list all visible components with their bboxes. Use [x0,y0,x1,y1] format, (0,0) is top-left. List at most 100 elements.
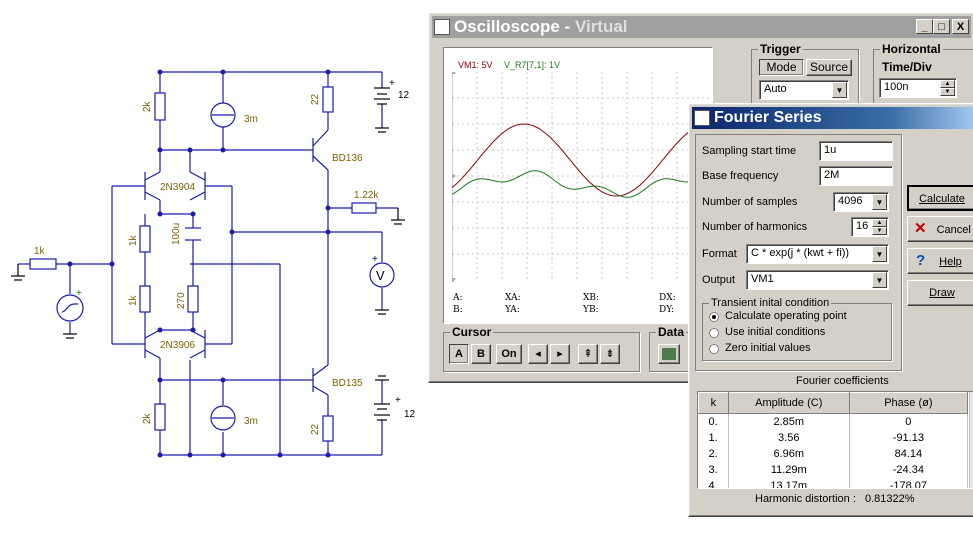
scope-screen[interactable]: VM1: 5V V_R7[7,1]: 1V [443,47,713,324]
num-samples-select[interactable]: 4096▼ [833,192,889,212]
format-value: C * exp(j * (kwt + fi)) [751,247,850,259]
table-row[interactable]: 4.13.17m-178.07 [698,478,969,488]
trigger-source-tab[interactable]: Source [806,59,852,76]
trigger-label: Trigger [758,42,803,56]
data-export-button[interactable] [658,344,680,364]
spin-down-icon[interactable]: ▼ [872,227,887,235]
label-r-top-right: 22 [310,93,321,105]
cell-k: 2. [698,446,729,462]
cursor-group: Cursor A B On ◂ ▸ ⇞ ⇟ [443,325,640,372]
radio-initial-label: Use initial conditions [725,326,826,338]
chevron-down-icon[interactable]: ▼ [872,272,887,288]
cell-k: 1. [698,430,729,446]
chevron-down-icon[interactable]: ▼ [832,82,847,98]
time-div-input[interactable]: 100n ▲ ▼ [879,78,957,98]
output-value: VM1 [751,273,774,285]
label-plus-source: + [76,288,82,299]
cell-phase: -24.34 [849,462,969,478]
cursor-up-button[interactable]: ⇞ [578,344,598,364]
label-q-top: BD136 [332,153,363,164]
spin-up-icon[interactable]: ▲ [940,80,955,88]
help-button[interactable]: ? Help [907,248,973,274]
label-r-bottom-right: 22 [310,423,321,435]
cursor-b-button[interactable]: B [471,344,491,364]
cell-amplitude: 11.29m [728,462,850,478]
sampling-start-input[interactable]: 1u [819,141,893,161]
label-q-pnp-pair: 2N3906 [160,340,195,351]
cursor-right-button[interactable]: ▸ [550,344,570,364]
label-plus-top: + [389,78,395,89]
col-k[interactable]: k [698,392,729,414]
cancel-button[interactable]: ✕ Cancel [907,216,973,242]
col-amplitude[interactable]: Amplitude (C) [727,392,850,414]
help-question-icon: ? [916,252,926,269]
output-select[interactable]: VM1 ▼ [746,270,889,290]
num-harmonics-input[interactable]: 16▲▼ [851,217,889,237]
label-r-mid-1k-bottom: 1k [128,294,139,306]
circuit-schematic: 2k 2k 3m 3m 22 22 2N3904 2N3906 BD136 BD… [11,69,416,458]
output-label: Output [702,274,736,286]
trigger-mode-select[interactable]: Auto ▼ [759,80,849,100]
coef-scrollbar[interactable] [969,392,973,488]
cursor-a-button[interactable]: A [449,344,469,364]
cursor-on-button[interactable]: On [496,344,522,364]
cursor-down-button[interactable]: ⇟ [600,344,620,364]
cell-k: 4. [698,478,729,488]
format-select[interactable]: C * exp(j * (kwt + fi)) ▼ [746,244,889,264]
radio-initial[interactable] [709,328,719,338]
spin-down-icon[interactable]: ▼ [940,88,955,96]
transient-group: Transient inital condition Calculate ope… [702,297,892,361]
draw-button[interactable]: Draw [907,280,973,306]
fourier-app-icon [694,110,710,126]
base-freq-value: 2M [824,169,840,181]
radio-calc-op-label: Calculate operating point [725,310,847,322]
cursor-left-button[interactable]: ◂ [528,344,548,364]
table-row[interactable]: 1.3.56-91.13 [698,430,969,446]
data-group: Data [649,325,710,372]
label-r-input: 1k [34,246,46,257]
cell-phase: 0 [849,413,969,430]
close-button[interactable]: X [952,19,969,34]
cancel-label: Cancel [936,224,971,236]
calculate-label: Calculate [919,193,965,205]
readout-b: B: [453,305,463,315]
oscilloscope-titlebar[interactable]: Oscilloscope - Virtual _ □ X [432,16,971,38]
readout-yb: YB: [583,305,599,315]
radio-zero[interactable] [709,344,719,354]
harmonic-distortion-label: Harmonic distortion : [755,493,856,505]
help-label: Help [939,256,962,268]
readout-dy: DY: [659,305,675,315]
radio-calc-op[interactable] [709,312,719,322]
chevron-down-icon[interactable]: ▼ [872,194,887,210]
base-freq-input[interactable]: 2M [819,166,893,186]
label-battery-top: 12 [398,90,410,101]
readout-xb: XB: [583,293,600,303]
cell-phase: 84.14 [849,446,969,462]
radio-zero-label: Zero initial values [725,342,811,354]
fourier-settings-panel: Sampling start time 1u Base frequency 2M… [695,134,902,371]
fourier-titlebar[interactable]: Fourier Series [692,107,973,129]
num-harmonics-label: Number of harmonics [702,221,808,233]
col-phase[interactable]: Phase (ø) [848,392,969,414]
trigger-mode-tab[interactable]: Mode [759,59,804,76]
cell-k: 0. [698,413,729,430]
label-q-bottom: BD135 [332,378,363,389]
label-c-mid: 100u [171,223,182,245]
horizontal-group: Horizontal Time/Div 100n ▲ ▼ [873,42,973,111]
readout-ya: YA: [505,305,520,315]
spin-up-icon[interactable]: ▲ [872,219,887,227]
chevron-down-icon[interactable]: ▼ [872,246,887,262]
sampling-start-value: 1u [824,144,837,156]
maximize-button[interactable]: □ [933,19,950,34]
minimize-button[interactable]: _ [916,19,933,34]
base-freq-label: Base frequency [702,170,779,182]
calculate-button[interactable]: Calculate [907,185,973,211]
table-row[interactable]: 3.11.29m-24.34 [698,462,969,478]
cell-amplitude: 6.96m [728,446,850,462]
cursor-label: Cursor [450,325,494,339]
label-r-mid-1k-top: 1k [128,234,139,246]
cancel-x-icon: ✕ [914,220,927,237]
